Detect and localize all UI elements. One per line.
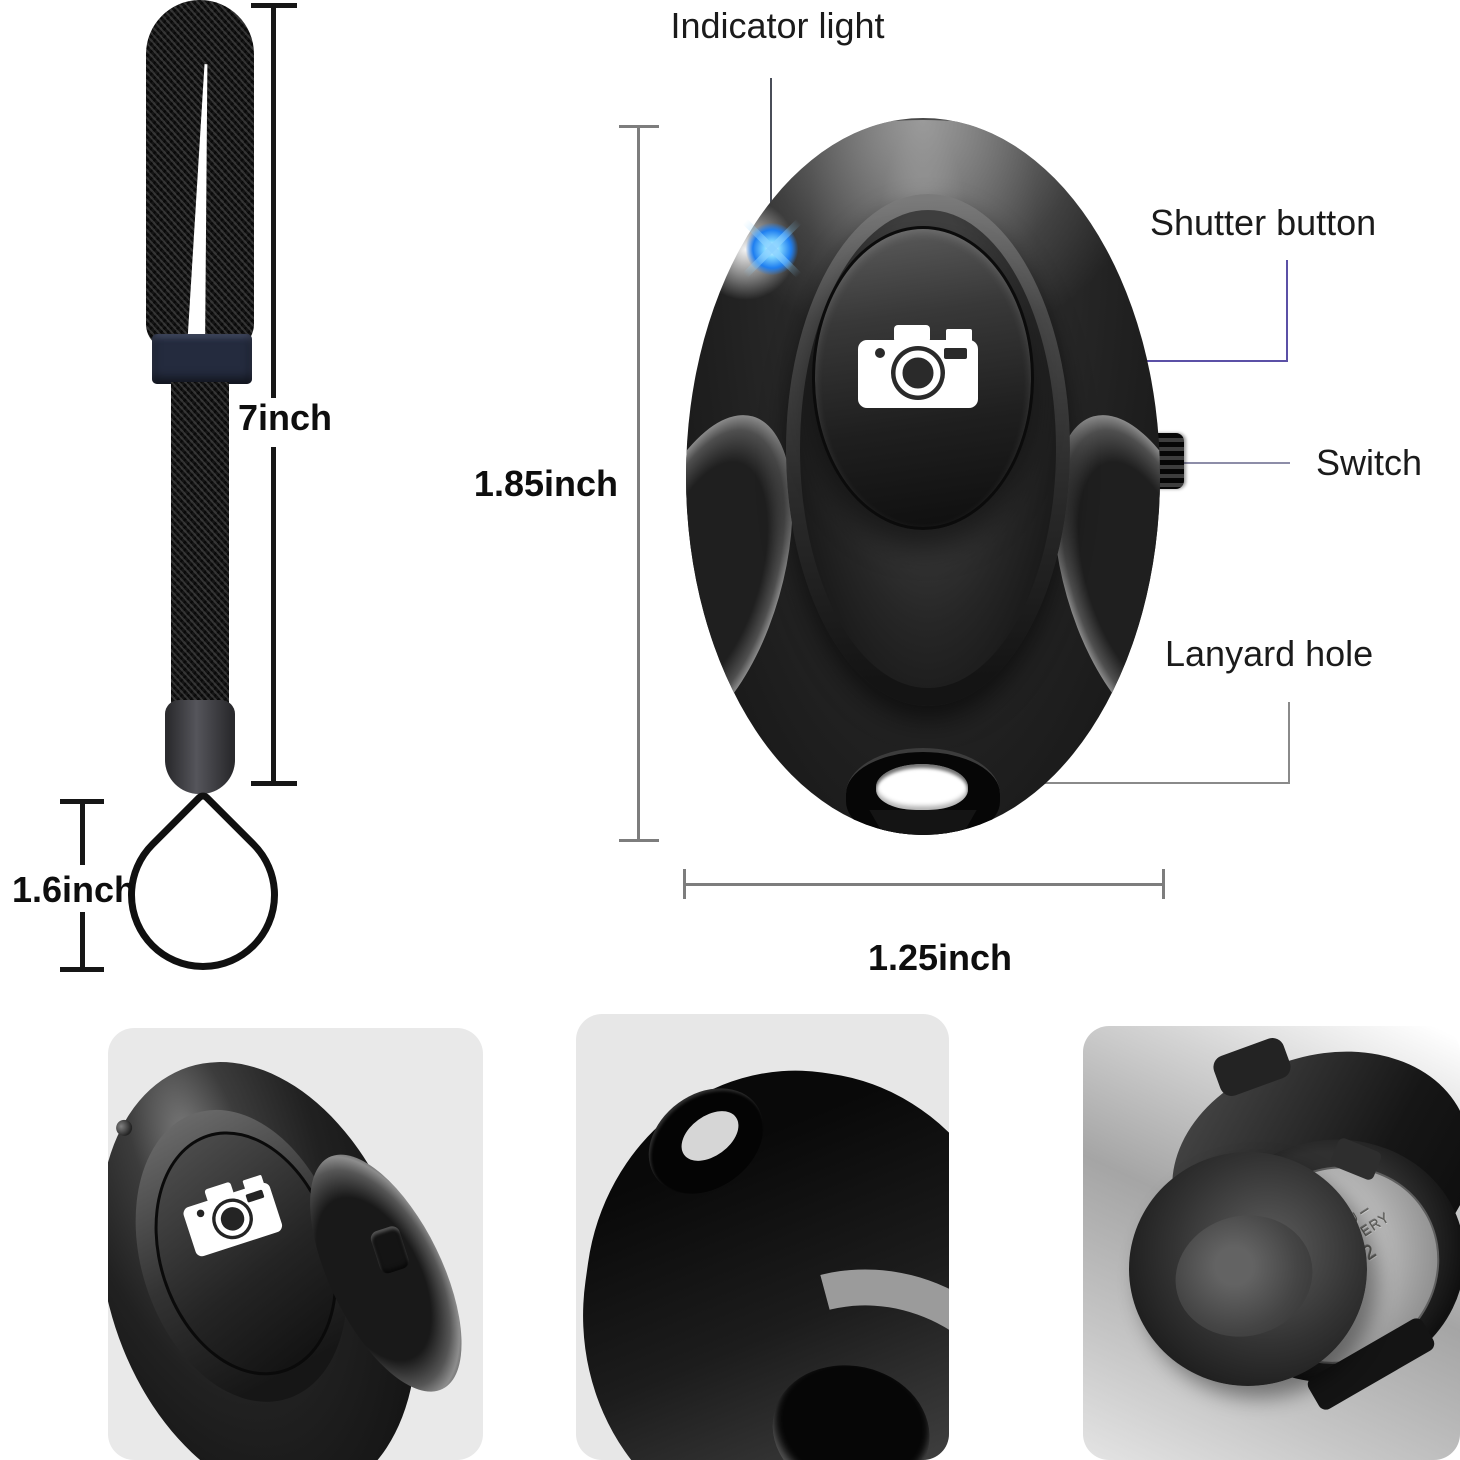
switch-leader-line <box>1178 462 1290 464</box>
strap-slider <box>152 334 252 384</box>
lanyard-hole-leader-vertical <box>1288 702 1290 784</box>
dim-loop-line-upper <box>80 799 85 865</box>
dim-loop-cap-bottom <box>60 967 104 972</box>
dim-device-width: 1.25inch <box>867 937 1013 978</box>
shutter-button-leader-vertical <box>1286 260 1288 362</box>
label-indicator-light: Indicator light <box>670 5 885 46</box>
dim-strap-cap-bottom <box>251 781 297 786</box>
strap-end-cap <box>165 700 235 794</box>
camera-icon <box>183 1175 283 1257</box>
dim-device-height: 1.85inch <box>473 463 618 504</box>
dim-strap-length: 7inch <box>237 397 333 438</box>
dim-strap-line-upper <box>271 3 276 398</box>
dim-loop-line-lower <box>80 912 85 970</box>
label-switch: Switch <box>1316 442 1423 483</box>
lanyard-hole-leader-horizontal <box>962 782 1290 784</box>
dim-loop-length: 1.6inch <box>11 869 137 910</box>
dim-width-cap-right <box>1162 869 1165 899</box>
label-lanyard-hole: Lanyard hole <box>1165 633 1374 674</box>
strap-loop-gap <box>187 64 215 348</box>
camera-icon <box>858 325 978 408</box>
indicator-led-icon <box>746 223 798 275</box>
photo-battery-view: + リチウムバッテリー LITHIUM BATTERY CR2032 3V <box>1083 1026 1460 1460</box>
lanyard-hole-opening <box>876 764 968 810</box>
photo-back-view <box>576 1014 949 1460</box>
strap-lower-band <box>171 382 229 704</box>
dim-height-line <box>637 125 640 842</box>
wrist-strap-loop <box>146 0 254 350</box>
shutter-button-leader-horizontal <box>1030 360 1288 362</box>
label-shutter-button: Shutter button <box>1150 202 1377 243</box>
photo1-device <box>108 1028 483 1460</box>
dim-strap-line-lower <box>271 447 276 783</box>
lanyard-hole-inset <box>869 810 977 835</box>
photo-angled-view <box>108 1028 483 1460</box>
dim-width-line <box>683 883 1165 886</box>
dim-height-cap-bottom <box>619 839 659 842</box>
